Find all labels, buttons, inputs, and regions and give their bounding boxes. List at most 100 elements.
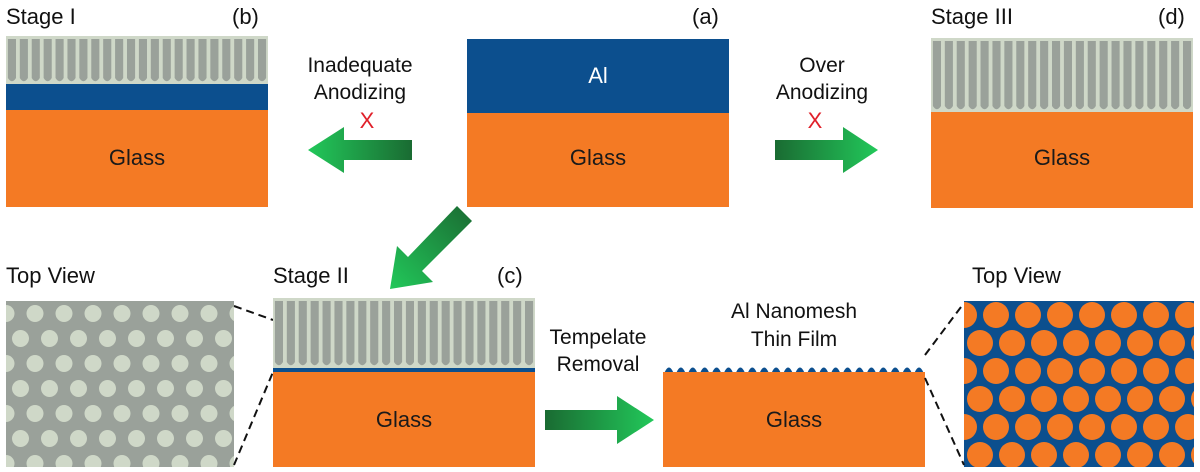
pore-dot xyxy=(84,305,102,322)
panel-stage-3: Stage III (d) Glass xyxy=(931,4,1193,208)
mesh-hole xyxy=(983,302,1009,328)
mesh-hole xyxy=(967,442,993,467)
pore-dot xyxy=(26,355,44,372)
mesh-hole xyxy=(1063,386,1089,412)
pore-dot xyxy=(157,430,174,447)
pore-channel xyxy=(198,39,207,82)
pore-channel xyxy=(441,301,450,366)
pore-channel xyxy=(1087,41,1096,110)
mesh-hole xyxy=(1191,390,1194,408)
nanomesh-glass-label: Glass xyxy=(766,407,822,432)
pore-channel xyxy=(465,301,474,366)
pore-channel xyxy=(956,41,965,110)
pore-channel xyxy=(405,301,415,366)
panel-a-tag: (a) xyxy=(692,4,719,29)
mesh-hole xyxy=(1111,414,1137,440)
pore-channel xyxy=(932,41,942,110)
mesh-hole xyxy=(1175,414,1194,440)
mesh-hole xyxy=(1031,442,1057,467)
diagonal-arrow-icon xyxy=(390,206,472,289)
mesh-hole xyxy=(1079,414,1105,440)
pore-dot xyxy=(84,455,102,467)
pore-channel xyxy=(310,301,319,366)
panel-c-tag: (c) xyxy=(497,263,523,288)
mesh-hole xyxy=(1031,330,1057,356)
template-removal-arrow: Tempelate Removal xyxy=(545,326,654,444)
stage-1-label: Stage I xyxy=(6,4,76,29)
pore-channel xyxy=(1135,41,1144,110)
stage-2-pores xyxy=(274,301,534,366)
pore-channel xyxy=(298,301,307,366)
pore-channel xyxy=(1111,41,1120,110)
pore-dot xyxy=(84,355,102,372)
pore-channel xyxy=(1016,41,1025,110)
pore-channel xyxy=(55,39,64,82)
mesh-hole xyxy=(967,386,993,412)
mesh-hole xyxy=(1063,330,1089,356)
stage-2-aluminum-remnant xyxy=(273,368,535,372)
pore-channel xyxy=(103,39,112,82)
pore-channel xyxy=(489,301,498,366)
pore-channel xyxy=(944,41,953,110)
pore-channel xyxy=(19,39,28,82)
nanomesh-title-line2: Thin Film xyxy=(751,328,837,351)
mesh-hole xyxy=(999,386,1025,412)
mesh-hole xyxy=(1143,302,1169,328)
pore-channel xyxy=(31,39,40,82)
pore-dot xyxy=(41,430,58,447)
pore-channel xyxy=(370,301,379,366)
pore-dot xyxy=(171,355,189,372)
aluminum-label: Al xyxy=(588,63,608,88)
pore-channel xyxy=(1040,41,1049,110)
pore-channel xyxy=(210,39,219,82)
mesh-hole xyxy=(1015,414,1041,440)
pore-channel xyxy=(43,39,52,82)
removal-label-line2: Removal xyxy=(557,353,640,376)
zoom-line-right-lower xyxy=(924,377,965,466)
pore-channel xyxy=(222,39,231,82)
zoom-line-upper xyxy=(233,305,274,321)
pore-dot xyxy=(55,355,73,372)
pore-dot xyxy=(41,380,58,397)
removal-label-line1: Tempelate xyxy=(550,326,647,349)
pore-dot xyxy=(41,330,58,347)
pore-dot xyxy=(6,455,15,467)
pore-dot xyxy=(171,305,189,322)
pore-channel xyxy=(1004,41,1013,110)
pore-dot xyxy=(171,455,189,467)
panel-d-tag: (d) xyxy=(1158,4,1185,29)
stage-3-glass-layer xyxy=(931,112,1193,208)
bottom-arrow-icon xyxy=(545,396,654,444)
panel-stage-1: Stage I (b) Glass xyxy=(6,4,268,207)
pore-channel xyxy=(1171,41,1180,110)
stage-3-glass-label: Glass xyxy=(1034,145,1090,170)
initial-glass-label: Glass xyxy=(570,145,626,170)
stage-1-aluminum-layer xyxy=(6,84,268,110)
pore-dot xyxy=(229,356,234,371)
pore-channel xyxy=(524,301,534,366)
pore-channel xyxy=(1051,41,1061,110)
pore-dot xyxy=(113,305,131,322)
pore-channel xyxy=(79,39,88,82)
pore-channel xyxy=(968,41,977,110)
pore-dot xyxy=(229,306,234,321)
pore-dot xyxy=(186,330,203,347)
pore-dot xyxy=(215,330,232,347)
stage-2-glass-layer xyxy=(273,372,535,467)
top-view-right-holes xyxy=(964,302,1194,467)
pore-dot xyxy=(128,380,145,397)
inadequate-label-line1: Inadequate xyxy=(307,54,412,77)
pore-dot xyxy=(26,305,44,322)
over-label-line2: Anodizing xyxy=(776,81,868,104)
pore-dot xyxy=(70,380,87,397)
pore-dot xyxy=(215,430,232,447)
pore-channel xyxy=(477,301,486,366)
pore-dot xyxy=(6,305,15,322)
mesh-hole xyxy=(1191,446,1194,464)
pore-dot xyxy=(70,330,87,347)
mesh-hole xyxy=(1127,330,1153,356)
pore-channel xyxy=(91,39,100,82)
pore-channel xyxy=(286,301,295,366)
pore-dot xyxy=(186,430,203,447)
pore-dot xyxy=(84,405,102,422)
